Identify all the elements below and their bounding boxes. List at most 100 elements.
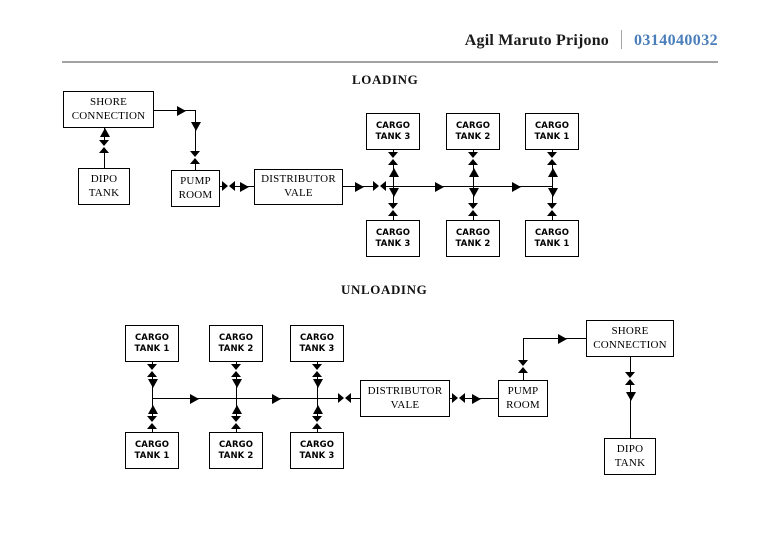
document-header: Agil Maruto Prijono 0314040032 bbox=[0, 30, 768, 64]
loading-section-title: LOADING bbox=[352, 72, 419, 87]
unloading-shore-connection-line1: SHORE bbox=[611, 324, 649, 337]
loading-arrow-main-1 bbox=[435, 181, 444, 192]
unloading-cargo-tank-bottom-2: CARGO TANK 2 bbox=[209, 432, 263, 469]
unloading-pump-room-line1: PUMP bbox=[507, 384, 539, 397]
unloading-arrow-to-dipo bbox=[625, 392, 636, 401]
unloading-tank-riser-bottom-1 bbox=[152, 398, 153, 432]
unloading-valve-main-header bbox=[338, 393, 351, 404]
loading-valve-bottom-2 bbox=[468, 203, 479, 216]
loading-arrow-distributor-out bbox=[355, 181, 364, 192]
unloading-pump-to-shore-pipe-v bbox=[523, 338, 524, 380]
unloading-cargo-tank-bottom-2-line2: TANK 2 bbox=[218, 450, 254, 461]
unloading-valve-bottom-3 bbox=[312, 416, 323, 429]
loading-cargo-tank-top-1-line2: TANK 3 bbox=[375, 131, 411, 142]
loading-cargo-tank-top-1: CARGO TANK 3 bbox=[366, 113, 420, 150]
loading-dipo-tank-line1: DIPO bbox=[90, 172, 118, 185]
unloading-distributor-vale-line2: VALE bbox=[390, 398, 420, 411]
unloading-cargo-tank-bottom-3: CARGO TANK 3 bbox=[290, 432, 344, 469]
loading-dipo-tank-box: DIPO TANK bbox=[78, 168, 130, 205]
student-id: 0314040032 bbox=[634, 32, 718, 49]
unloading-dipo-tank-line2: TANK bbox=[614, 456, 646, 469]
unloading-cargo-tank-top-3: CARGO TANK 3 bbox=[290, 325, 344, 362]
loading-pump-room-box: PUMP ROOM bbox=[171, 170, 220, 207]
unloading-valve-shore-dipo bbox=[625, 372, 636, 385]
unloading-main-header-pipe bbox=[152, 398, 361, 399]
unloading-shore-connection-box: SHORE CONNECTION bbox=[586, 320, 674, 357]
unloading-valve-top-2 bbox=[231, 364, 242, 377]
unloading-arrow-bottom-2 bbox=[231, 405, 242, 414]
unloading-cargo-tank-bottom-1: CARGO TANK 1 bbox=[125, 432, 179, 469]
unloading-cargo-tank-bottom-3-line1: CARGO bbox=[299, 439, 335, 450]
loading-dipo-tank-line2: TANK bbox=[88, 186, 120, 199]
unloading-tank-riser-bottom-2 bbox=[236, 398, 237, 432]
unloading-pump-room-line2: ROOM bbox=[506, 398, 540, 411]
loading-arrow-bottom-3 bbox=[547, 188, 558, 197]
loading-arrow-top-3 bbox=[547, 168, 558, 177]
loading-distributor-vale-line1: DISTRIBUTOR bbox=[261, 173, 336, 186]
loading-valve-dipo-shore bbox=[99, 140, 110, 153]
loading-pump-room-line2: ROOM bbox=[178, 188, 213, 201]
unloading-pump-room-box: PUMP ROOM bbox=[498, 380, 548, 417]
loading-cargo-tank-bottom-3: CARGO TANK 1 bbox=[525, 220, 579, 257]
unloading-shore-connection-line2: CONNECTION bbox=[593, 338, 667, 351]
unloading-cargo-tank-bottom-2-line1: CARGO bbox=[218, 439, 254, 450]
loading-shore-connection-box: SHORE CONNECTION bbox=[63, 91, 154, 128]
loading-valve-top-2 bbox=[468, 152, 479, 165]
unloading-valve-distributor-pump bbox=[452, 393, 465, 404]
unloading-dipo-tank-box: DIPO TANK bbox=[604, 438, 656, 475]
loading-arrow-top-1 bbox=[388, 168, 399, 177]
unloading-arrow-top-1 bbox=[147, 379, 158, 388]
loading-valve-pump-distributor bbox=[222, 181, 235, 192]
loading-shore-connection-line1: SHORE bbox=[89, 95, 128, 108]
header-rule bbox=[62, 61, 718, 63]
loading-arrow-main-2 bbox=[512, 181, 521, 192]
unloading-arrow-distributor-to-pump bbox=[472, 393, 481, 404]
unloading-arrow-top-3 bbox=[312, 379, 323, 388]
unloading-pump-to-shore-pipe-h bbox=[523, 338, 586, 339]
unloading-section-title: UNLOADING bbox=[341, 282, 428, 297]
unloading-valve-bottom-2 bbox=[231, 416, 242, 429]
unloading-arrow-bottom-1 bbox=[147, 405, 158, 414]
unloading-distributor-vale-line1: DISTRIBUTOR bbox=[367, 384, 443, 397]
loading-valve-bottom-3 bbox=[547, 203, 558, 216]
loading-arrow-pump-to-distributor bbox=[240, 181, 249, 192]
unloading-cargo-tank-top-3-line2: TANK 3 bbox=[299, 343, 335, 354]
author-name: Agil Maruto Prijono bbox=[464, 32, 609, 49]
unloading-arrow-top-2 bbox=[231, 379, 242, 388]
loading-cargo-tank-bottom-2: CARGO TANK 2 bbox=[446, 220, 500, 257]
loading-cargo-tank-top-3-line1: CARGO bbox=[534, 120, 570, 131]
loading-shore-to-pump-pipe-h bbox=[154, 110, 196, 111]
loading-cargo-tank-bottom-2-line2: TANK 2 bbox=[455, 238, 491, 249]
unloading-arrow-main-2 bbox=[272, 393, 281, 404]
loading-cargo-tank-top-2: CARGO TANK 2 bbox=[446, 113, 500, 150]
unloading-arrow-bottom-3 bbox=[312, 405, 323, 414]
loading-cargo-tank-bottom-2-line1: CARGO bbox=[455, 227, 491, 238]
loading-valve-main-header bbox=[373, 181, 386, 192]
unloading-arrow-to-shore bbox=[558, 333, 567, 344]
loading-cargo-tank-top-2-line2: TANK 2 bbox=[455, 131, 491, 142]
loading-cargo-tank-top-1-line1: CARGO bbox=[375, 120, 411, 131]
unloading-dipo-tank-line1: DIPO bbox=[616, 442, 644, 455]
unloading-valve-top-3 bbox=[312, 364, 323, 377]
loading-arrow-bottom-1 bbox=[388, 188, 399, 197]
loading-cargo-tank-top-3: CARGO TANK 1 bbox=[525, 113, 579, 150]
loading-cargo-tank-bottom-1-line2: TANK 3 bbox=[375, 238, 411, 249]
loading-cargo-tank-bottom-3-line2: TANK 1 bbox=[534, 238, 570, 249]
loading-pump-to-distributor-pipe bbox=[220, 186, 254, 187]
unloading-cargo-tank-top-1: CARGO TANK 1 bbox=[125, 325, 179, 362]
loading-shore-to-pump-pipe-v bbox=[195, 110, 196, 170]
unloading-cargo-tank-bottom-1-line2: TANK 1 bbox=[134, 450, 170, 461]
loading-pump-room-line1: PUMP bbox=[180, 174, 211, 187]
unloading-arrow-main-1 bbox=[190, 393, 199, 404]
loading-valve-bottom-1 bbox=[388, 203, 399, 216]
loading-distributor-vale-box: DISTRIBUTOR VALE bbox=[254, 169, 343, 205]
loading-distributor-vale-line2: VALE bbox=[284, 187, 313, 199]
loading-main-header-pipe bbox=[343, 186, 552, 187]
unloading-cargo-tank-bottom-1-line1: CARGO bbox=[134, 439, 170, 450]
loading-cargo-tank-top-3-line2: TANK 1 bbox=[534, 131, 570, 142]
header-divider bbox=[621, 30, 622, 49]
loading-cargo-tank-bottom-1: CARGO TANK 3 bbox=[366, 220, 420, 257]
unloading-valve-bottom-1 bbox=[147, 416, 158, 429]
loading-valve-top-1 bbox=[388, 152, 399, 165]
